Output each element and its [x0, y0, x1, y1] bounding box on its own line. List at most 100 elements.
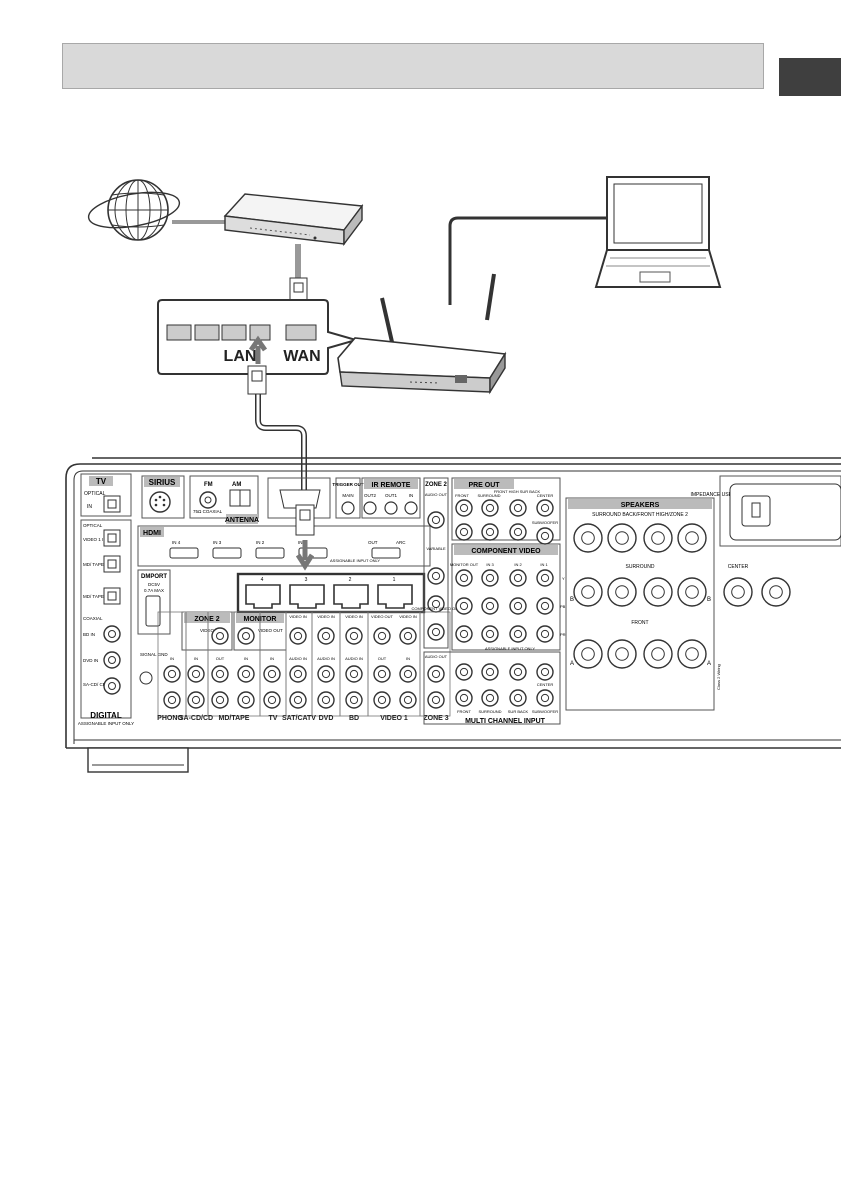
speaker-terminal-icon	[643, 639, 673, 669]
rca-jack-icon	[509, 689, 527, 707]
trigger-ir-section: TRIGGER OUT MAIN IR REMOTE OUT2 OUT1 IN	[332, 477, 421, 519]
mci-surround-label: SURROUND	[478, 709, 501, 714]
jack-label: AUDIO IN	[289, 656, 307, 661]
mci-sur-back-label: SUR BACK	[508, 709, 529, 714]
multi-channel-title: MULTI CHANNEL INPUT	[465, 718, 546, 725]
speaker-terminal-icon	[761, 577, 791, 607]
component-pr-label: PR	[560, 632, 566, 637]
hdmi-in2-label: IN 2	[256, 540, 265, 545]
rca-jack-icon	[317, 691, 335, 709]
jack-label: AUDIO IN	[317, 656, 335, 661]
speaker-terminal-icon	[573, 639, 603, 669]
digital-assignable-label: ASSIGNABLE INPUT ONLY	[78, 721, 134, 726]
rca-jack-icon	[427, 595, 445, 613]
zone2-audio-out-label: AUDIO OUT	[425, 492, 448, 497]
wan-label: WAN	[283, 348, 320, 365]
receiver-rear-panel	[65, 457, 841, 773]
hdmi-section: HDMI IN 4 IN 3 IN 2 IN 1 OUT ARC ASSIGNA…	[137, 525, 431, 567]
laptop-icon	[594, 176, 722, 288]
multi-channel-input: AUDIO OUT FRONT SURROUND SUR BACK SUBWOO…	[423, 651, 561, 725]
digital-bd-label: BD IN	[83, 632, 95, 637]
ir-remote-label: IR REMOTE	[372, 482, 411, 489]
hdmi-out-label: OUT	[368, 540, 378, 545]
rca-jack-icon	[536, 499, 554, 517]
input-group-label: SAT/CATV	[282, 715, 316, 722]
pre-out-title: PRE OUT	[468, 482, 500, 489]
speaker-terminal-icon	[677, 639, 707, 669]
rca-jack-icon	[211, 665, 229, 683]
rca-jack-icon	[536, 569, 554, 587]
component-pb-label: PB	[560, 604, 566, 609]
rca-jack-icon	[481, 625, 499, 643]
rca-jack-icon	[481, 597, 499, 615]
pre-out-subwoofer-label: SUBWOOFER	[532, 520, 558, 525]
hdmi-assignable-label: ASSIGNABLE INPUT ONLY	[330, 558, 380, 563]
ir-out2-label: OUT2	[364, 493, 376, 498]
rca-jack-icon	[399, 691, 417, 709]
digital-sacd-label: SA-CD/ CD IN	[83, 682, 112, 687]
chapter-tab	[779, 58, 841, 96]
component-in3-label: IN 3	[486, 562, 494, 567]
antenna-label: ANTENNA	[225, 517, 259, 524]
jack-label: VIDEO OUT	[371, 614, 394, 619]
jack-label: IN	[270, 656, 274, 661]
rca-jack-icon	[481, 569, 499, 587]
lan-port-number: 3	[305, 577, 308, 583]
hdmi-arc-label: ARC	[396, 540, 406, 545]
speakers-surround-back-label: SURROUND BACK/FRONT HIGH/ZONE 2	[592, 512, 688, 518]
rca-jack-icon	[481, 523, 499, 541]
component-in1-label: IN 1	[540, 562, 548, 567]
lan-port-number: 2	[349, 577, 352, 583]
pre-out-front-high-label: FRONT HIGH SUR BACK	[494, 489, 541, 494]
rca-jack-icon	[427, 567, 445, 585]
rca-jack-icon	[211, 691, 229, 709]
speaker-terminal-icon	[573, 577, 603, 607]
internet-globe-icon	[87, 179, 181, 241]
jack-label: VIDEO IN	[289, 614, 307, 619]
trigger-main-label: MAIN	[342, 493, 353, 498]
rca-jack-icon	[289, 691, 307, 709]
jack-label: AUDIO IN	[345, 656, 363, 661]
pre-out-center-label: CENTER	[537, 493, 554, 498]
component-assignable-label: ASSIGNABLE INPUT ONLY	[485, 646, 535, 651]
sirius-label: SIRIUS	[149, 478, 176, 487]
antenna-section: SIRIUS FM 75Ω COAXIAL AM ANTENNA	[141, 475, 259, 524]
rca-jack-icon	[427, 691, 445, 709]
jack-label: VIDEO IN	[317, 614, 335, 619]
component-in2-label: IN 2	[514, 562, 522, 567]
trigger-label: TRIGGER OUT	[332, 482, 364, 487]
rca-jack-icon	[509, 663, 527, 681]
speaker-terminal-icon	[643, 523, 673, 553]
component-video-title: COMPONENT VIDEO	[471, 548, 541, 555]
digital-input-section: OPTICAL VIDEO 1 IN MD/ TAPE IN MD/ TAPE …	[78, 519, 134, 726]
monitor-video-out-label: VIDEO OUT	[258, 628, 283, 633]
speaker-terminal-icon	[723, 577, 753, 607]
rca-jack-icon	[536, 689, 554, 707]
lan-port-number: 4	[261, 577, 264, 583]
rca-jack-icon	[455, 625, 473, 643]
lan-label: LAN	[224, 348, 257, 365]
jack-label: IN	[244, 656, 248, 661]
speakers-title: SPEAKERS	[621, 502, 660, 509]
speakers-surround-label: SURROUND	[626, 564, 655, 570]
component-monitor-label: MONITOR OUT	[450, 562, 479, 567]
speaker-terminal-icon	[677, 577, 707, 607]
rca-jack-icon	[237, 691, 255, 709]
input-group-label: PHONO	[157, 715, 183, 722]
mci-subwoofer-label: SUBWOOFER	[532, 709, 558, 714]
zone2-top-label: ZONE 2	[425, 482, 447, 488]
arrow-up-icon	[248, 335, 268, 364]
jack-label: IN	[406, 656, 410, 661]
rca-jack-icon	[289, 627, 307, 645]
hdmi-in1-label: IN 1	[298, 540, 307, 545]
dmport-spec2-label: 0.7A MAX	[144, 588, 164, 593]
jack-label: IN	[194, 656, 198, 661]
digital-coaxial-label: COAXIAL	[83, 616, 103, 621]
rca-jack-icon	[237, 665, 255, 683]
tv-optical-section: TV OPTICAL IN	[80, 473, 132, 517]
wireless-router-icon	[337, 273, 507, 395]
speakers-front-label: FRONT	[631, 620, 648, 626]
